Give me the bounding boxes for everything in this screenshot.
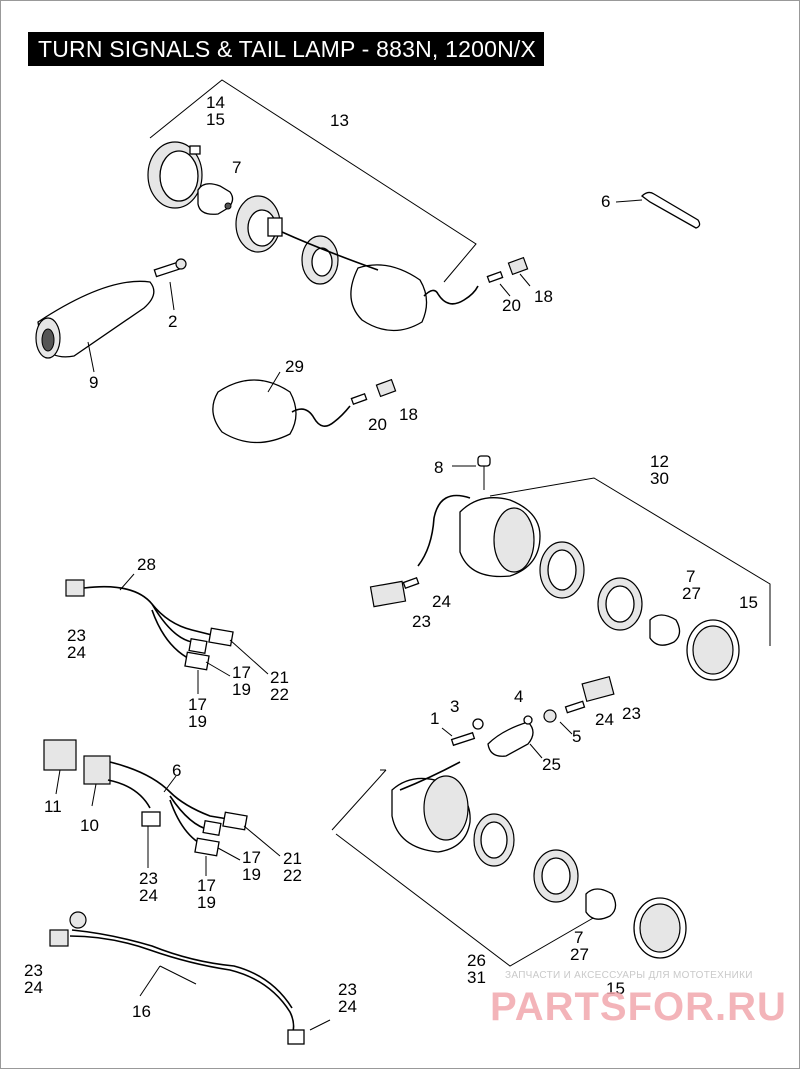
lens-ring-part [147,141,203,209]
callout-13: 13 [330,111,349,130]
callout-27: 27 [682,584,701,603]
cable-strap-part [615,191,701,229]
callout-6: 6 [172,761,181,780]
assembly-13 [147,79,479,332]
hardware-cluster [441,675,615,759]
bulb-part [197,183,234,215]
callout-24: 24 [432,592,451,611]
callout-7: 7 [574,928,583,947]
callout-18: 18 [399,405,418,424]
assembly-26 [331,761,687,967]
callout-23: 23 [24,961,43,980]
grommet-part [301,235,339,285]
callout-26: 26 [467,951,486,970]
tail-lens-part [212,371,397,444]
callout-24: 24 [139,886,158,905]
callout-23: 23 [338,980,357,999]
callout-21: 21 [270,668,289,687]
connector-pair-upper [486,256,531,297]
callout-16: 16 [132,1002,151,1021]
callout-28: 28 [137,555,156,574]
assembly-12 [417,455,771,681]
watermark-tagline: ЗАПЧАСТИ И АКСЕССУАРЫ ДЛЯ МОТОТЕХНИКИ [505,970,753,981]
mount-part [35,280,155,373]
callout-8: 8 [434,458,443,477]
callout-21: 21 [283,849,302,868]
callout-15: 15 [606,979,625,998]
callout-17: 17 [197,876,216,895]
callout-19: 19 [197,893,216,912]
bracket-13 [149,79,477,283]
callout-2: 2 [168,312,177,331]
callout-31: 31 [467,968,486,987]
watermark-logo: PARTSFOR.RU [490,985,787,1029]
callout-30: 30 [650,469,669,488]
callout-7: 7 [686,567,695,586]
callout-25: 25 [542,755,561,774]
callout-23: 23 [412,612,431,631]
callout-14: 14 [206,93,225,112]
housing-part [281,231,479,332]
callout-24: 24 [338,997,357,1016]
stud-part [153,258,187,311]
callout-19: 19 [188,712,207,731]
callout-11: 11 [44,797,62,816]
callout-6: 6 [601,192,610,211]
connector-pair-mid [369,576,420,608]
harness-6 [43,739,281,876]
bracket-26-bottom [335,833,615,967]
callout-29: 29 [285,357,304,376]
callout-10: 10 [80,816,99,835]
callout-22: 22 [270,685,289,704]
callout-23: 23 [622,704,641,723]
callout-17: 17 [232,663,251,682]
callout-24: 24 [595,710,614,729]
callout-24: 24 [24,978,43,997]
callout-17: 17 [242,848,261,867]
callout-17: 17 [188,695,207,714]
diagram-title: TURN SIGNALS & TAIL LAMP - 883N, 1200N/X [28,32,544,66]
callout-15: 15 [206,110,225,129]
callout-12: 12 [650,452,669,471]
callout-20: 20 [502,296,521,315]
callout-5: 5 [572,727,581,746]
callout-22: 22 [283,866,302,885]
callout-9: 9 [89,373,98,392]
callout-3: 3 [450,697,459,716]
callout-20: 20 [368,415,387,434]
callout-4: 4 [514,687,523,706]
callout-24: 24 [67,643,86,662]
harness-16 [49,911,331,1045]
bracket-12 [489,477,771,646]
callout-15: 15 [739,593,758,612]
callout-27: 27 [570,945,589,964]
bracket-26-top [331,769,387,831]
socket-part [235,195,283,253]
harness-28 [65,573,269,694]
callout-1: 1 [430,709,439,728]
callout-labels: 14 15 13 7 6 2 9 20 18 29 20 18 8 12 30 … [24,93,758,1021]
callout-23: 23 [139,869,158,888]
callout-19: 19 [232,680,251,699]
callout-7: 7 [232,158,241,177]
callout-18: 18 [534,287,553,306]
callout-23: 23 [67,626,86,645]
callout-19: 19 [242,865,261,884]
